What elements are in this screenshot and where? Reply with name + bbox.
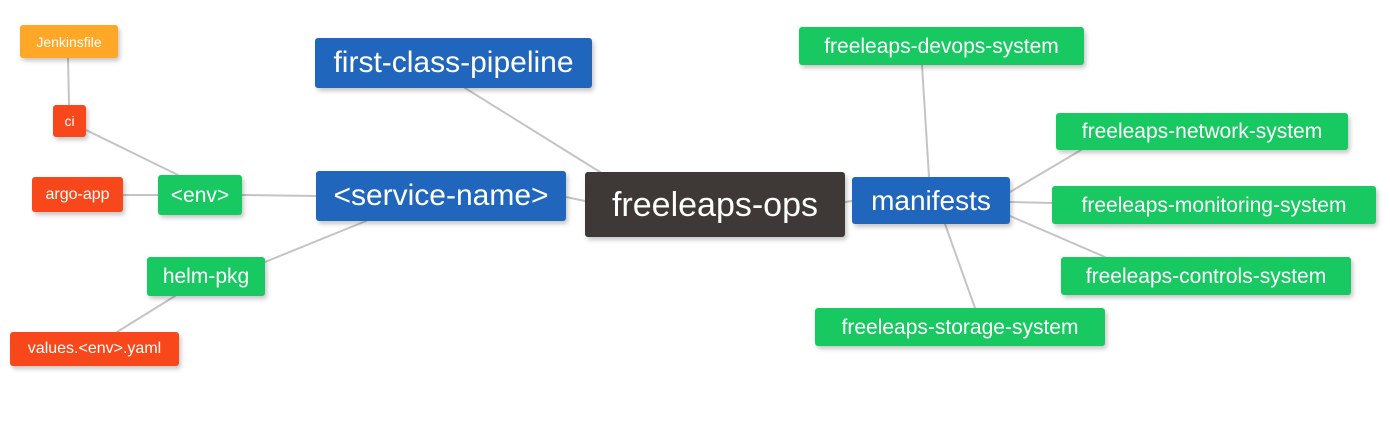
- mindmap-node-label: freeleaps-ops: [611, 185, 818, 224]
- mindmap-node-label: Jenkinsfile: [36, 33, 102, 50]
- mindmap-node-manifests[interactable]: manifests: [852, 177, 1010, 224]
- mindmap-node-service-name[interactable]: <service-name>: [316, 171, 566, 221]
- mindmap-node-label: freeleaps-devops-system: [824, 34, 1059, 58]
- mindmap-node-helm-pkg[interactable]: helm-pkg: [147, 257, 265, 296]
- edge-service-name-to-env: [241, 194, 317, 197]
- edge-manifests-to-freeleaps-monitoring-system: [1009, 201, 1053, 204]
- edge-helm-pkg-to-values-yaml: [116, 295, 176, 333]
- mindmap-node-env[interactable]: <env>: [158, 175, 242, 215]
- edge-freeleaps-ops-to-first-class-pipeline: [464, 87, 601, 173]
- mindmap-node-argo-app[interactable]: argo-app: [32, 177, 123, 212]
- mindmap-node-label: helm-pkg: [162, 265, 250, 288]
- mindmap-node-freeleaps-ops[interactable]: freeleaps-ops: [585, 172, 845, 237]
- mindmap-node-freeleaps-devops-system[interactable]: freeleaps-devops-system: [799, 27, 1084, 65]
- mindmap-node-label: manifests: [871, 184, 991, 216]
- mindmap-node-label: ci: [64, 113, 75, 129]
- edge-env-to-ci: [85, 129, 179, 176]
- mindmap-node-label: values.<env>.yaml: [27, 340, 162, 357]
- mindmap-node-freeleaps-controls-system[interactable]: freeleaps-controls-system: [1061, 257, 1351, 295]
- edge-freeleaps-ops-to-manifests: [844, 200, 853, 203]
- mindmap-node-first-class-pipeline[interactable]: first-class-pipeline: [315, 38, 592, 88]
- edge-manifests-to-freeleaps-storage-system: [944, 223, 976, 309]
- mindmap-node-label: freeleaps-storage-system: [841, 315, 1079, 339]
- mindmap-node-label: <service-name>: [333, 179, 549, 212]
- edge-manifests-to-freeleaps-devops-system: [921, 64, 930, 178]
- mindmap-node-freeleaps-monitoring-system[interactable]: freeleaps-monitoring-system: [1052, 186, 1376, 224]
- edge-service-name-to-helm-pkg: [264, 220, 367, 263]
- mindmap-node-ci[interactable]: ci: [53, 105, 86, 137]
- mindmap-node-label: <env>: [170, 183, 230, 207]
- mindmap-node-label: freeleaps-controls-system: [1085, 264, 1327, 288]
- edge-ci-to-jenkinsfile: [67, 57, 70, 106]
- mindmap-node-label: first-class-pipeline: [333, 46, 574, 79]
- mindmap-node-label: freeleaps-monitoring-system: [1081, 193, 1347, 217]
- mindmap-node-freeleaps-storage-system[interactable]: freeleaps-storage-system: [815, 308, 1105, 346]
- mindmap-node-label: argo-app: [45, 185, 110, 203]
- mindmap-node-freeleaps-network-system[interactable]: freeleaps-network-system: [1056, 113, 1348, 150]
- mindmap-node-values-yaml[interactable]: values.<env>.yaml: [10, 332, 179, 366]
- edge-freeleaps-ops-to-service-name: [565, 196, 586, 202]
- mindmap-node-jenkinsfile[interactable]: Jenkinsfile: [20, 25, 118, 58]
- mindmap-node-label: freeleaps-network-system: [1081, 120, 1323, 143]
